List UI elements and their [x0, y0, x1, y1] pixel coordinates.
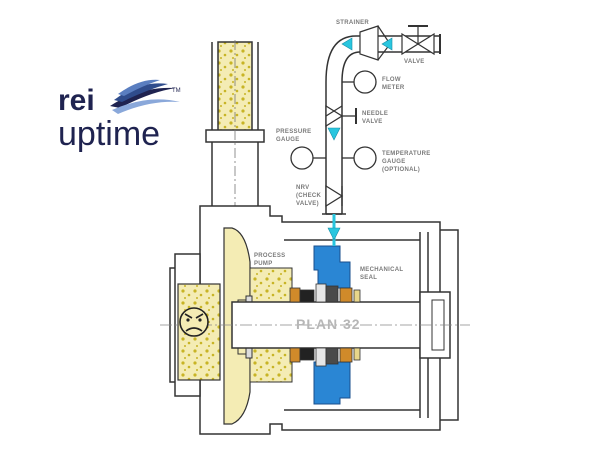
label-temperature-gauge: TEMPERATURE GAUGE (OPTIONAL) — [382, 151, 431, 173]
flow-arrow-down-icon — [327, 227, 341, 241]
temperature-gauge-icon — [342, 146, 377, 170]
flow-meter-icon — [342, 70, 377, 94]
logo-word-uptime: uptime — [58, 115, 161, 153]
label-flow-meter: FLOW METER — [382, 77, 405, 91]
flow-arrow-down-icon — [327, 127, 341, 141]
logo-trademark: TM — [172, 88, 181, 94]
pump-shaft — [160, 291, 470, 359]
label-strainer: STRAINER — [336, 20, 370, 26]
flow-arrow-left-icon — [381, 37, 393, 51]
check-valve-icon — [325, 184, 344, 208]
label-nrv-check-valve: NRV (CHECK VALVE) — [296, 185, 322, 207]
process-fluid-column — [205, 40, 265, 206]
label-mechanical-seal: MECHANICAL SEAL — [360, 267, 404, 281]
inlet-valve-icon — [401, 25, 441, 56]
label-needle-valve: NEEDLE VALVE — [362, 111, 389, 125]
strainer-icon — [359, 25, 391, 61]
flow-arrows — [327, 37, 393, 241]
label-pressure-gauge: PRESSURE GAUGE — [276, 129, 312, 143]
pressure-gauge-icon — [290, 146, 326, 170]
mechanical-seal — [289, 283, 361, 367]
needle-valve-icon — [325, 104, 357, 128]
angry-particle-icon — [179, 307, 209, 337]
flow-arrow-left-icon — [341, 37, 353, 51]
plan-title: PLAN 32 — [296, 316, 361, 332]
label-valve: VALVE — [404, 59, 425, 65]
flush-piping — [322, 35, 440, 246]
label-process-pump: PROCESS PUMP — [254, 253, 286, 267]
gland-flush-chamber — [313, 245, 351, 405]
logo-word-rei: rei — [58, 84, 95, 117]
